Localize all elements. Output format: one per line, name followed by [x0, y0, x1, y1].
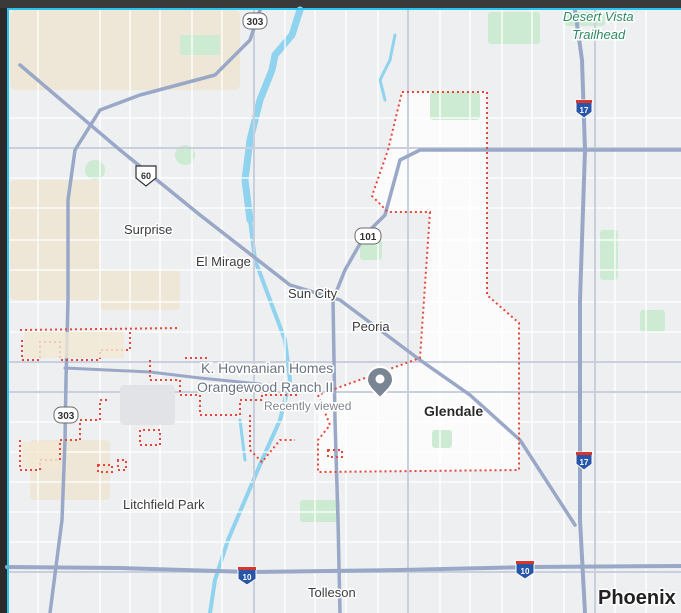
shield-303-top-text: 303: [247, 17, 264, 28]
label-glendale[interactable]: Glendale: [423, 402, 485, 421]
shield-i10-left-text: 10: [243, 573, 252, 582]
label-el-mirage[interactable]: El Mirage: [195, 253, 253, 271]
shield-303-left: 303: [53, 406, 79, 424]
label-trailhead: Trailhead: [572, 27, 626, 42]
top-strip: [0, 0, 681, 8]
label-litchfield-park[interactable]: Litchfield Park: [122, 496, 207, 514]
shield-i17-top-text: 17: [580, 106, 589, 115]
pin-label[interactable]: K. Hovnanian Homes Orangewood Ranch II R…: [196, 359, 353, 415]
trailhead-label[interactable]: Desert Vista Trailhead: [562, 8, 636, 44]
shield-i10-right: 10: [515, 560, 535, 580]
air-base: [120, 385, 175, 425]
label-desert-vista: Desert Vista: [563, 9, 634, 24]
shield-303-left-text: 303: [58, 411, 75, 422]
shield-us60-text: 60: [141, 171, 151, 181]
label-tolleson[interactable]: Tolleson: [307, 584, 358, 602]
place-labels: Surprise El Mirage Sun City Peoria Glend…: [122, 221, 678, 611]
highways: [5, 8, 681, 613]
pin-title-line2: Orangewood Ranch II: [197, 379, 333, 395]
label-phoenix[interactable]: Phoenix: [597, 586, 678, 611]
shield-101: 101: [354, 227, 382, 245]
label-surprise[interactable]: Surprise: [123, 221, 174, 239]
shield-us60: 60: [135, 165, 157, 187]
shield-101-text: 101: [360, 232, 377, 243]
label-sun-city[interactable]: Sun City: [287, 285, 340, 303]
shield-303-top: 303: [242, 12, 268, 30]
west-annex-fill: [22, 332, 124, 468]
river: [208, 6, 397, 613]
label-peoria[interactable]: Peoria: [351, 318, 392, 336]
pin-subtitle: Recently viewed: [264, 399, 351, 413]
pin-title-line1: K. Hovnanian Homes: [201, 360, 333, 376]
shield-i10-left: 10: [237, 566, 257, 586]
shield-i17-top: 17: [575, 99, 593, 119]
shield-i17-bottom: 17: [575, 451, 593, 471]
shield-i17-bottom-text: 17: [580, 458, 589, 467]
location-pin-icon[interactable]: [365, 366, 395, 400]
arterial-roads: [7, 8, 681, 613]
shield-i10-right-text: 10: [521, 567, 530, 576]
